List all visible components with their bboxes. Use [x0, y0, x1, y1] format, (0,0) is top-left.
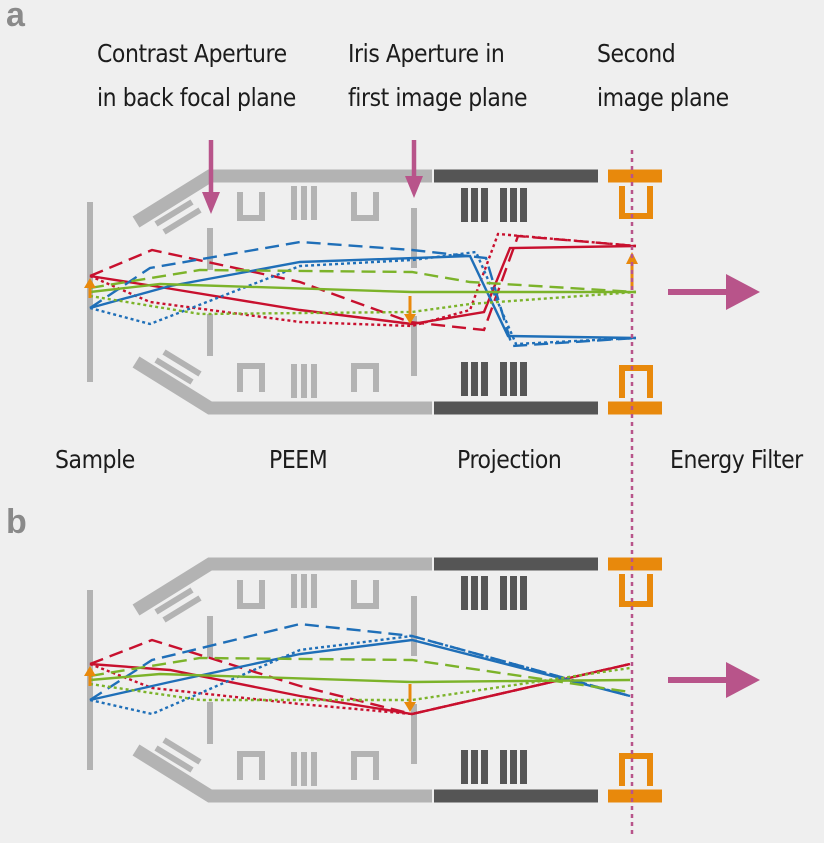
second-image-plane-label-line1: Second [597, 39, 676, 68]
iris-aperture-label-line2: first image plane [348, 83, 528, 112]
column-b [84, 564, 760, 796]
peem-label: PEEM [269, 445, 328, 474]
iris-aperture-label-line1: Iris Aperture in [348, 39, 505, 68]
projection-label: Projection [457, 445, 562, 474]
contrast-aperture-label-line1: Contrast Aperture [97, 39, 287, 68]
second-image-plane-label-line2: image plane [597, 83, 729, 112]
panel-label-a: a [6, 0, 25, 34]
panel-label-b: b [6, 503, 27, 541]
column-a [84, 176, 760, 408]
contrast-aperture-label-line2: in back focal plane [97, 83, 296, 112]
energy-filter-label: Energy Filter [670, 445, 803, 474]
sample-label: Sample [55, 445, 135, 474]
